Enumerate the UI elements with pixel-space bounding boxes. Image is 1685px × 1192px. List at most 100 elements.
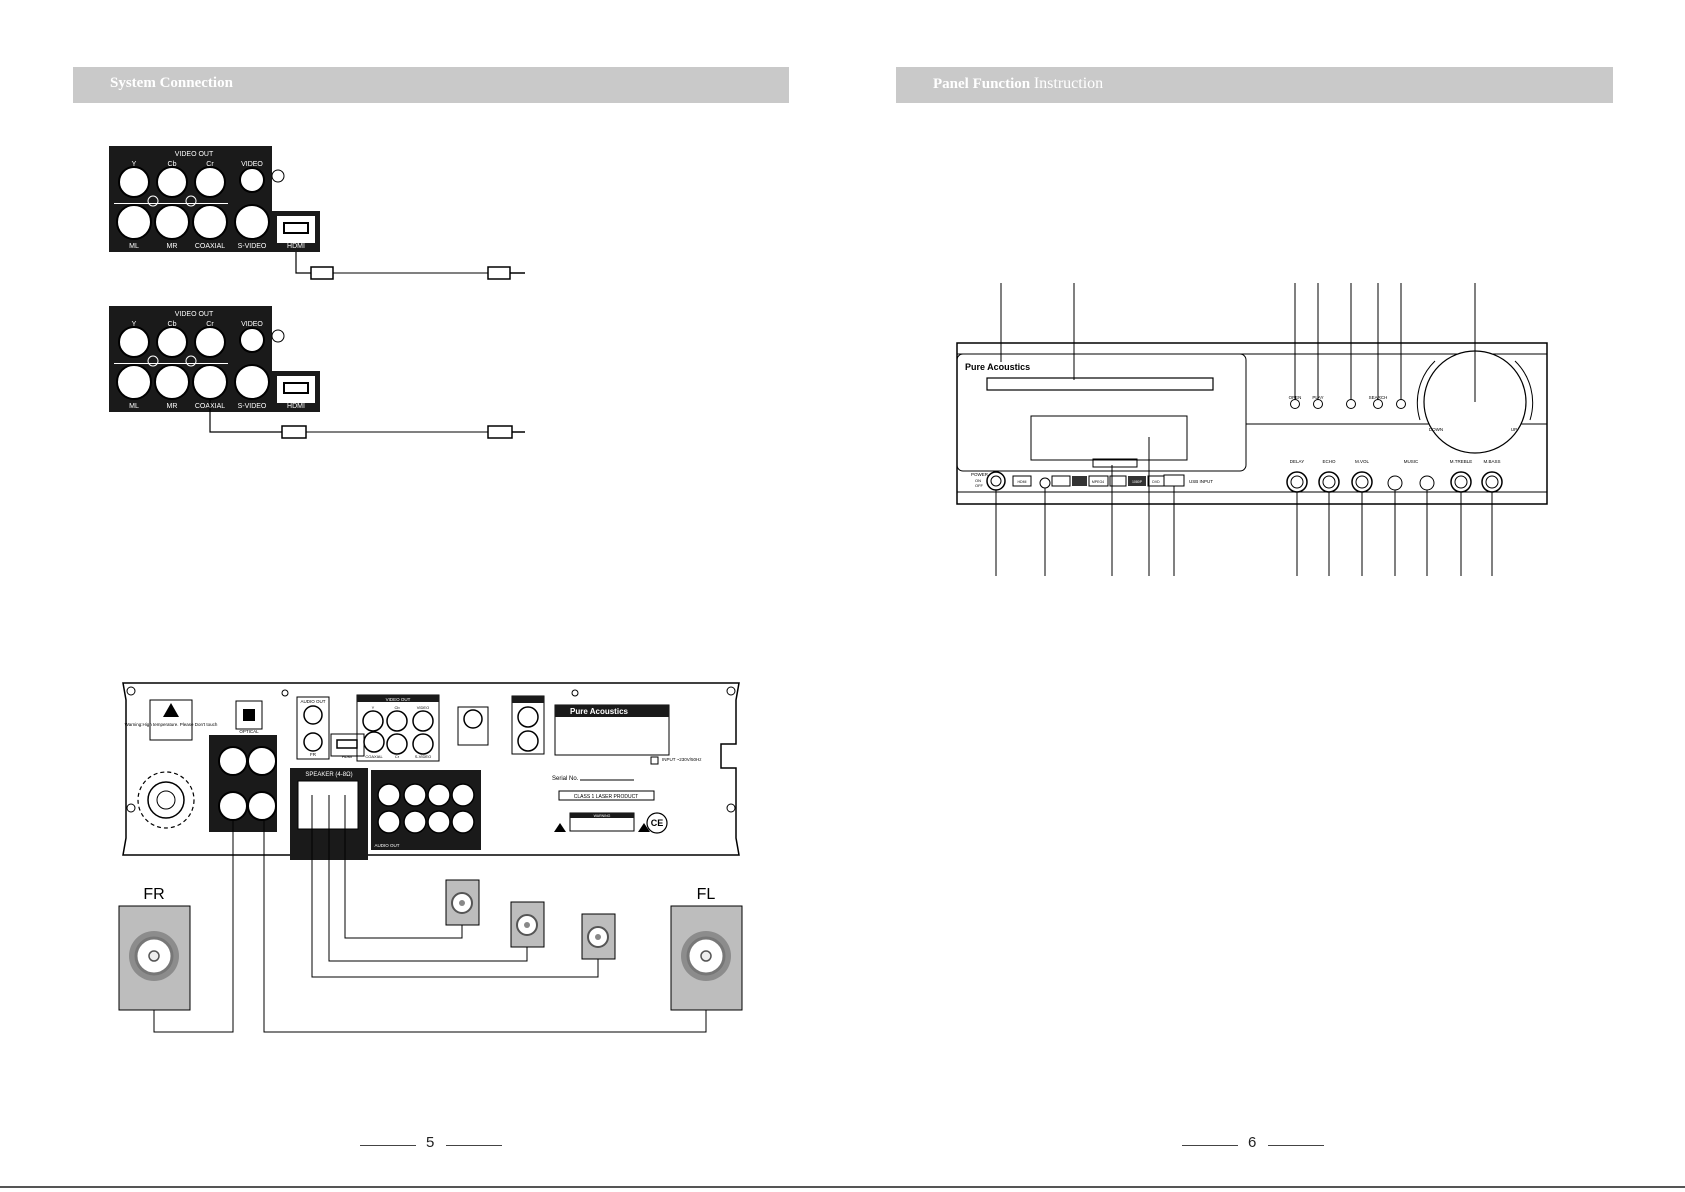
left-page: System Connection VIDEO OUT Y Cb Cr VIDE… bbox=[0, 0, 842, 1192]
mic-volume-knob bbox=[1351, 471, 1373, 493]
label-s-video: S-VIDEO bbox=[238, 243, 267, 250]
right-page: Panel Function Instruction Pure Acoustic… bbox=[843, 0, 1685, 1192]
speaker-center bbox=[445, 879, 480, 926]
echo-label: ECHO bbox=[1322, 459, 1336, 464]
page-number-rule bbox=[446, 1145, 502, 1146]
delay-knob bbox=[1286, 471, 1308, 493]
bass-knob bbox=[1481, 471, 1503, 493]
speaker-fl: FL bbox=[670, 886, 743, 1011]
ce-mark: CE bbox=[651, 818, 664, 828]
jack-cr bbox=[194, 166, 226, 198]
jack-s-video bbox=[234, 204, 270, 240]
jack-y bbox=[118, 166, 150, 198]
echo-knob bbox=[1318, 471, 1340, 493]
treble-label: M.TREBLE bbox=[1450, 459, 1473, 464]
scan-edge bbox=[0, 1186, 1685, 1188]
coaxial-plug-end bbox=[487, 425, 513, 439]
system-connection-diagram: VIDEO OUT Y Cb Cr VIDEO ML MR COAXIAL S-… bbox=[109, 146, 743, 1033]
mpeg4-logo: MPEG4 bbox=[1092, 480, 1104, 484]
label-mr: MR bbox=[167, 243, 178, 250]
speaker-fr-label: FR bbox=[143, 886, 164, 903]
open-button bbox=[1290, 399, 1300, 409]
power-on-label: ON bbox=[975, 478, 981, 483]
label-s-video: S-VIDEO bbox=[238, 403, 267, 410]
jack-mr bbox=[154, 204, 190, 240]
hdmi-logo bbox=[1012, 475, 1032, 487]
label-cr: Cr bbox=[206, 321, 214, 328]
bottom-knobs: DELAY ECHO M.VOL MUSIC M.TREBLE M.BASS bbox=[1286, 459, 1503, 493]
label-cr: Cr bbox=[206, 161, 214, 168]
optical-label: OPTICAL bbox=[239, 729, 259, 734]
1080p-logo: 1080P bbox=[1132, 480, 1143, 484]
video-out-label: VIDEO OUT bbox=[386, 697, 411, 702]
page-number: 5 bbox=[426, 1134, 435, 1151]
speaker-surround-left bbox=[510, 901, 545, 948]
usb-label: USB INPUT bbox=[1189, 479, 1213, 484]
next-button bbox=[1396, 399, 1406, 409]
label-video: VIDEO bbox=[417, 705, 429, 710]
power-off-label: OFF bbox=[975, 483, 984, 488]
rear-panel: Warning:High temperature. Please Don't t… bbox=[122, 682, 740, 860]
jack-cb bbox=[156, 166, 188, 198]
page-number-rule bbox=[1182, 1145, 1238, 1146]
speaker-wires bbox=[153, 820, 707, 1033]
section-title: Panel Function Instruction bbox=[933, 75, 1104, 92]
speaker-fl-label: FL bbox=[697, 886, 716, 903]
page-number-rule bbox=[360, 1145, 416, 1146]
callout-lines-bottom bbox=[995, 437, 1493, 576]
hdmi-plug-end bbox=[487, 266, 511, 280]
label-hdmi: HDMI bbox=[287, 403, 305, 410]
play-button bbox=[1313, 399, 1323, 409]
video-panel-coaxial: VIDEO OUT Y Cb Cr VIDEO ML MR COAXIAL S-… bbox=[109, 306, 525, 439]
label-ml: ML bbox=[129, 403, 139, 410]
dvd-logo: DVD bbox=[1152, 480, 1160, 484]
delay-label: DELAY bbox=[1290, 459, 1304, 464]
label-cb: Cb bbox=[168, 321, 177, 328]
hdmi-logo-text: HDMI bbox=[1018, 480, 1027, 484]
label-ml: ML bbox=[129, 243, 139, 250]
video-out-label: VIDEO OUT bbox=[175, 151, 214, 158]
label-video: VIDEO bbox=[241, 161, 263, 168]
jack-ml bbox=[116, 204, 152, 240]
screw bbox=[271, 169, 285, 183]
music-label: MUSIC bbox=[1404, 459, 1419, 464]
section-title: System Connection bbox=[110, 75, 233, 91]
label-y: Y bbox=[372, 705, 375, 710]
front-panel-diagram: Pure Acoustics OPEN PLAY SEARCH DOWN UP … bbox=[956, 283, 1548, 576]
label-cb: Cb bbox=[168, 161, 177, 168]
mvol-label: M.VOL bbox=[1355, 459, 1370, 464]
mic-jack-1 bbox=[1387, 475, 1403, 491]
label-y: Y bbox=[132, 321, 137, 328]
hdmi-plug bbox=[310, 266, 334, 280]
label-cb: Cb bbox=[394, 705, 400, 710]
front-brand: Pure Acoustics bbox=[965, 362, 1030, 372]
jack-coaxial bbox=[192, 204, 228, 240]
speaker-label: SPEAKER (4-8Ω) bbox=[305, 772, 352, 778]
speaker-fr: FR bbox=[118, 886, 191, 1011]
bass-label: M.BASS bbox=[1483, 459, 1500, 464]
audio-out-label: AUDIO OUT bbox=[300, 699, 325, 704]
label-hdmi: HDMI bbox=[287, 243, 305, 250]
fan-icon bbox=[137, 771, 195, 829]
serial-label: Serial No. bbox=[552, 776, 579, 782]
power-button bbox=[986, 471, 1006, 491]
disc-tray bbox=[986, 377, 1214, 391]
label-coaxial: COAXIAL bbox=[195, 243, 225, 250]
rear-brand: Pure Acoustics bbox=[570, 707, 628, 716]
page-number: 6 bbox=[1248, 1134, 1257, 1151]
power-label: POWER bbox=[971, 472, 989, 477]
speaker-surround-right bbox=[581, 913, 616, 960]
page-number-rule bbox=[1268, 1145, 1324, 1146]
up-label: UP bbox=[1511, 427, 1517, 432]
treble-knob bbox=[1450, 471, 1472, 493]
down-label: DOWN bbox=[1429, 427, 1443, 432]
video-out-label: VIDEO OUT bbox=[175, 311, 214, 318]
section-header: System Connection bbox=[73, 67, 789, 103]
audio-out-bottom-label: AUDIO OUT bbox=[374, 843, 399, 848]
mic-jack-2 bbox=[1419, 475, 1435, 491]
input-label: INPUT ~230V/50Hz bbox=[662, 757, 702, 762]
label-s-video: S-VIDEO bbox=[415, 754, 431, 759]
callout-lines-top bbox=[1000, 283, 1476, 402]
stop-button bbox=[1346, 399, 1356, 409]
video-panel-hdmi: VIDEO OUT Y Cb Cr VIDEO ML MR COAXIAL S-… bbox=[109, 146, 525, 280]
